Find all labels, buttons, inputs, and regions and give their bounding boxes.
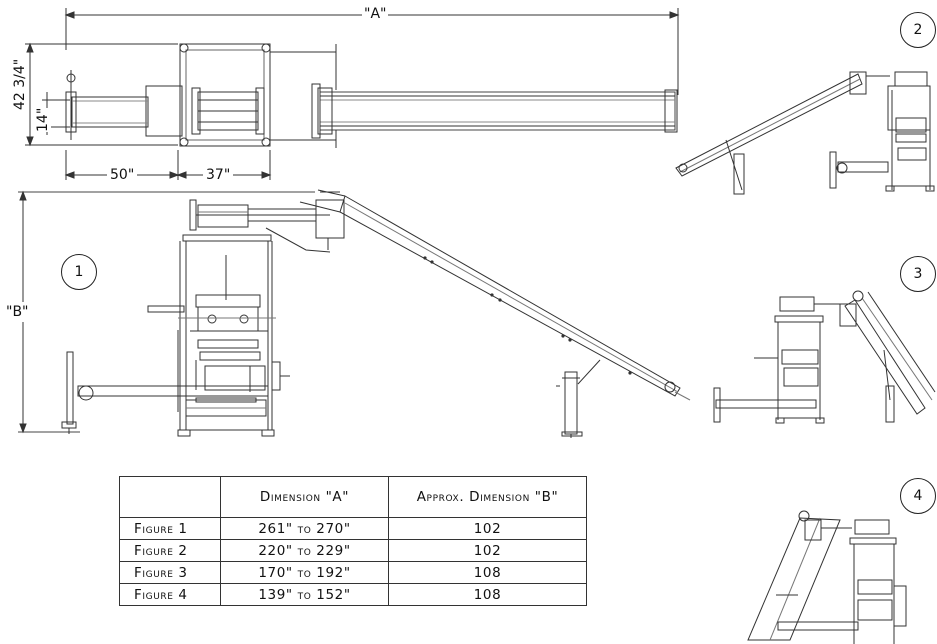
table-header-cell [119,476,221,518]
figure-cell: Figure 4 [119,583,221,606]
figure-3-callout: 3 [900,256,936,292]
table-header-cell: Dimension "A" [220,476,389,518]
figure-1-callout: 1 [61,254,97,290]
dimension-b-cell: 102 [388,539,587,562]
dimension-a-cell: 139" to 152" [220,583,389,606]
plan-view [25,8,680,180]
figure-4-view [747,510,907,644]
figure-2-view [675,71,935,195]
dimension-a-cell: 170" to 192" [220,561,389,584]
dimension-37-label: 37" [203,167,234,183]
dimension-a-cell: 261" to 270" [220,517,389,540]
dimension-42-label: 42 3/4" [12,58,28,110]
dimension-a-cell: 220" to 229" [220,539,389,562]
figure-3-view [713,290,936,424]
dimension-50-label: 50" [107,167,138,183]
figure-2-callout: 2 [900,12,936,48]
table-row: Figure 2 220" to 229" 102 [119,539,587,562]
table-row: Figure 3 170" to 192" 108 [119,561,587,584]
figure-4-callout: 4 [900,478,936,514]
dimension-table: Dimension "A" Approx. Dimension "B" Figu… [119,476,587,606]
figure-1-view [18,189,691,438]
dimension-b-cell: 108 [388,583,587,606]
figure-cell: Figure 1 [119,517,221,540]
dimension-b-cell: 108 [388,561,587,584]
table-header-row: Dimension "A" Approx. Dimension "B" [119,476,587,518]
dimension-a-label: "A" [362,6,389,22]
table-header-cell: Approx. Dimension "B" [388,476,587,518]
dimension-b-label: "B" [6,302,29,322]
figure-cell: Figure 2 [119,539,221,562]
dimension-14-label: 14" [35,107,51,132]
table-row: Figure 1 261" to 270" 102 [119,517,587,540]
figure-cell: Figure 3 [119,561,221,584]
table-row: Figure 4 139" to 152" 108 [119,583,587,606]
dimension-b-cell: 102 [388,517,587,540]
